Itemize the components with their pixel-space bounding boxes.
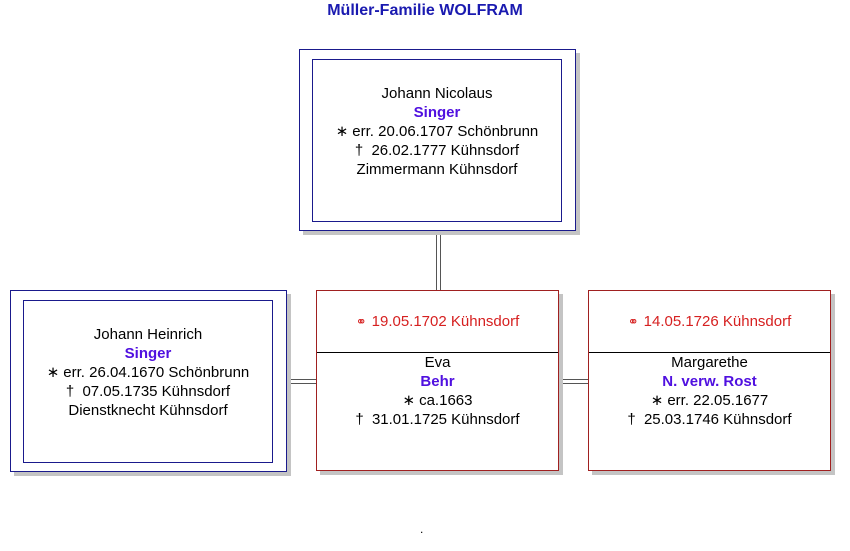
spouse1-death: † 31.01.1725 Kühnsdorf: [355, 411, 520, 428]
spouse2-birth: ∗err. 22.05.1677: [650, 392, 769, 409]
marriage-date-1: 19.05.1702 Kühnsdorf: [371, 313, 520, 330]
birth-icon: ∗: [335, 123, 349, 140]
marriage-rings-icon: ⚭: [355, 313, 367, 329]
person-card-father-inner: Johann Nicolaus Singer ∗err. 20.06.1707 …: [312, 59, 562, 222]
spouse2-death: † 25.03.1746 Kühnsdorf: [627, 411, 792, 428]
grandfather-given-name: Johann Heinrich: [93, 326, 203, 343]
death-icon: †: [627, 411, 636, 428]
father-given-name: Johann Nicolaus: [381, 85, 493, 102]
spouse-card-margarethe[interactable]: ⚭ 14.05.1726 Kühnsdorf Margarethe N. ver…: [588, 290, 831, 471]
grandfather-surname: Singer: [124, 345, 172, 362]
marriage-date-2: 14.05.1726 Kühnsdorf: [643, 313, 792, 330]
grandfather-death: † 07.05.1735 Kühnsdorf: [65, 383, 231, 400]
birth-icon: ∗: [402, 392, 416, 409]
marriage-row-1: ⚭ 19.05.1702 Kühnsdorf: [317, 291, 558, 353]
spouse1-surname: Behr: [420, 373, 455, 390]
marriage-rings-icon: ⚭: [627, 313, 639, 329]
grandfather-occupation: Dienstknecht Kühnsdorf: [68, 402, 228, 419]
spouse-card-eva[interactable]: ⚭ 19.05.1702 Kühnsdorf Eva Behr ∗ca.1663…: [316, 290, 559, 471]
connector-right-b: [558, 383, 589, 384]
father-birth: ∗err. 20.06.1707 Schönbrunn: [335, 123, 539, 140]
father-death: † 26.02.1777 Kühnsdorf: [354, 142, 520, 159]
connector-father-vertical-b: [440, 230, 441, 291]
death-icon: †: [355, 411, 364, 428]
page-title: Müller-Familie WOLFRAM: [327, 2, 523, 19]
trailing-mark: .: [420, 522, 424, 536]
father-occupation: Zimmermann Kühnsdorf: [356, 161, 518, 178]
spouse2-given-name: Margarethe: [671, 354, 748, 371]
death-icon: †: [65, 383, 75, 400]
death-icon: †: [354, 142, 364, 159]
grandfather-birth: ∗err. 26.04.1670 Schönbrunn: [46, 364, 250, 381]
spouse2-surname: N. verw. Rost: [662, 373, 757, 390]
connector-father-vertical-a: [436, 230, 437, 291]
person-card-father[interactable]: Johann Nicolaus Singer ∗err. 20.06.1707 …: [299, 49, 576, 231]
person-card-grandfather-inner: Johann Heinrich Singer ∗err. 26.04.1670 …: [23, 300, 273, 463]
birth-icon: ∗: [650, 392, 664, 409]
person-card-grandfather[interactable]: Johann Heinrich Singer ∗err. 26.04.1670 …: [10, 290, 287, 472]
birth-icon: ∗: [46, 364, 60, 381]
connector-left-b: [287, 383, 317, 384]
connector-left-a: [287, 379, 317, 380]
connector-right-a: [558, 379, 589, 380]
spouse1-given-name: Eva: [424, 354, 451, 371]
marriage-row-2: ⚭ 14.05.1726 Kühnsdorf: [589, 291, 830, 353]
father-surname: Singer: [413, 104, 461, 121]
spouse1-birth: ∗ca.1663: [402, 392, 473, 409]
